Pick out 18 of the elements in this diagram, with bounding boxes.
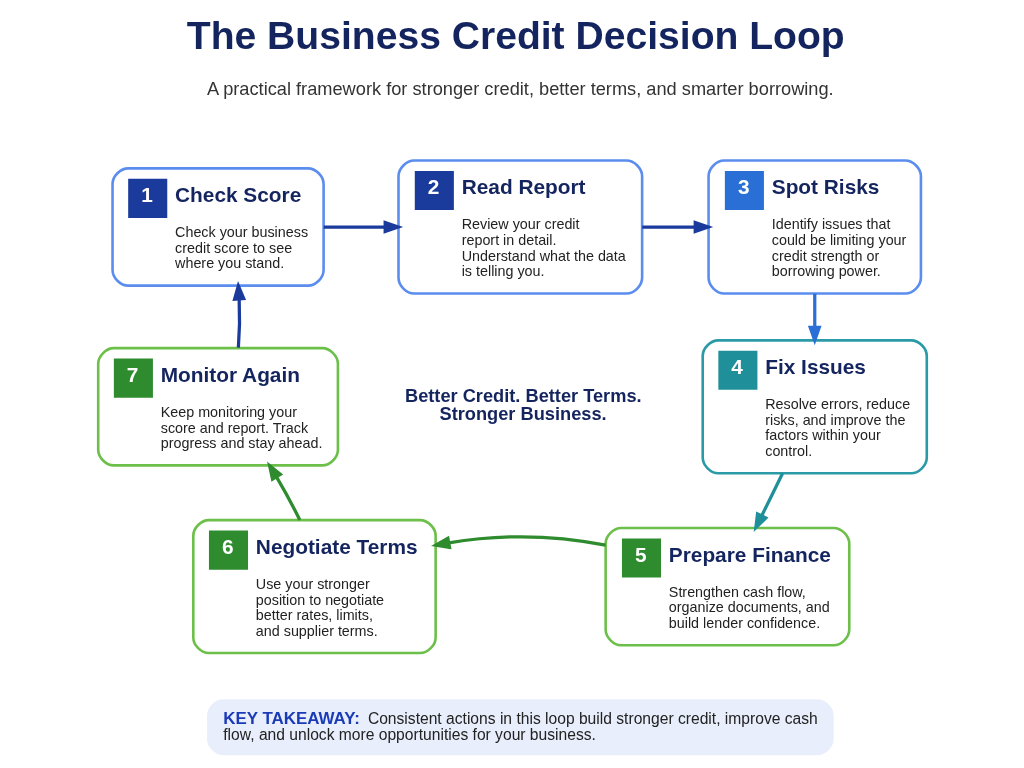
node-box: 5 Prepare Finance Strengthen cash flow, organize documents, and build lender confidence. — [603, 526, 851, 647]
arrow — [753, 472, 784, 533]
node-text: Better Credit. Better Terms. Stronger Business. — [404, 384, 642, 425]
node-box: 2 Read Report Review your credit report in detail. Understand what the data is telling you. — [396, 159, 643, 295]
label: A practical framework for stronger credit, better terms, and smarter borrowing. — [206, 78, 834, 100]
arrow — [807, 293, 822, 346]
arrow — [231, 280, 246, 348]
arrow — [641, 220, 713, 234]
node-box: 6 Negotiate Terms Use your stronger position to negotiate better rates, limits, and supplier terms. — [191, 518, 437, 655]
arrow — [323, 220, 403, 234]
node-box: KEY TAKEAWAY: Consistent actions in this loop build stronger credit, improve cash flow, and unlock more opportunities for your business. — [206, 699, 834, 756]
node-box: 1 Check Score Check your business credit score to see where you stand. — [110, 167, 325, 287]
node-box: 4 Fix Issues Resolve errors, reduce risks, and improve the factors within your control. — [700, 339, 928, 475]
node-box: 7 Monitor Again Keep monitoring your score and report. Track progress and stay ahead. — [96, 346, 339, 467]
node-box: 3 Spot Risks Identify issues that could be limiting your credit strength or borrowing power. — [706, 159, 922, 295]
arrow — [430, 535, 606, 550]
diagram-title: The Business Credit Decision Loop — [186, 13, 845, 57]
arrow — [266, 461, 301, 521]
